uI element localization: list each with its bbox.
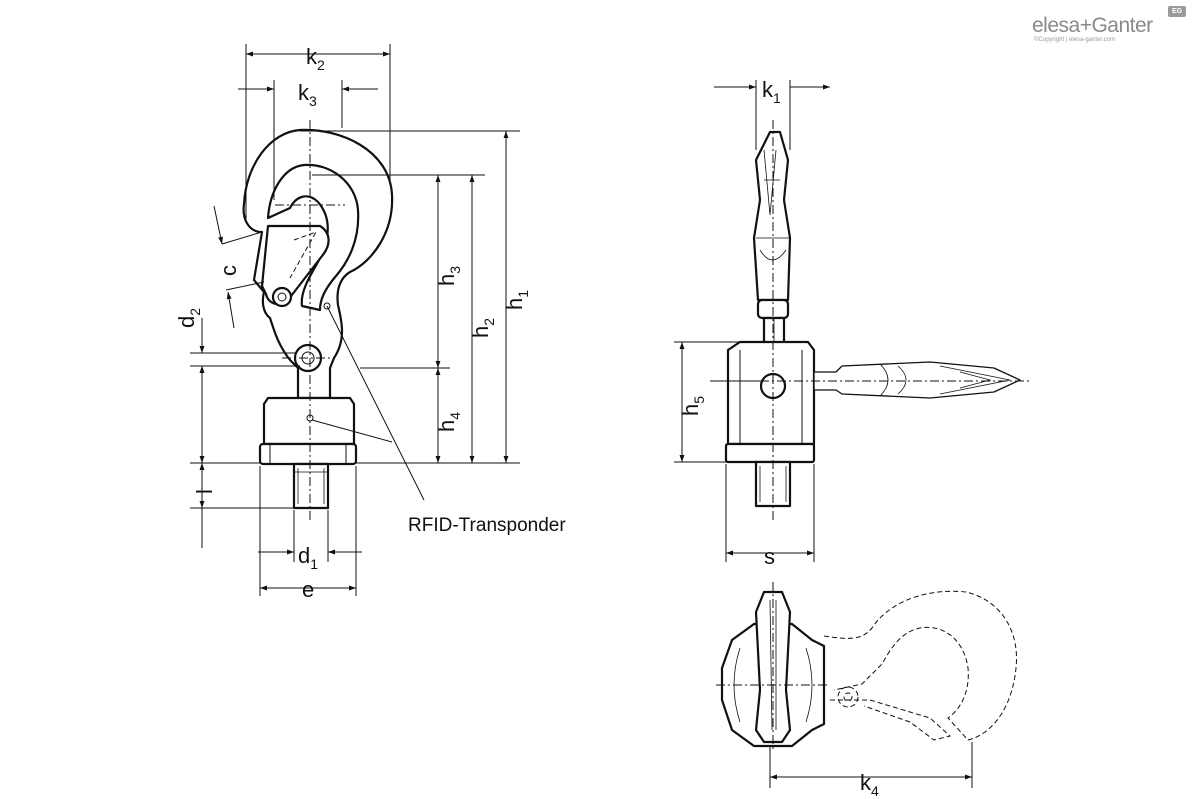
top-hook-hidden	[823, 590, 1018, 741]
label-rfid-transponder: RFID-Transponder	[408, 515, 566, 536]
elesa-ganter-logo: EG elesa+Ganter ©Copyright | elesa-gante…	[1032, 6, 1194, 46]
label-d1: d1	[298, 543, 318, 572]
rfid-leader-2	[311, 419, 393, 443]
dim-line-c	[213, 205, 223, 245]
side-view	[724, 120, 1030, 520]
side-hook-rotated	[813, 361, 1021, 399]
label-s: s	[764, 544, 775, 569]
label-k1: k1	[762, 77, 781, 106]
label-k3: k3	[298, 80, 317, 109]
label-e: e	[302, 577, 314, 602]
label-h5: h5	[678, 396, 707, 416]
label-l: l	[192, 489, 217, 494]
label-h1: h1	[502, 290, 531, 310]
side-washer	[724, 442, 816, 464]
label-k2: k2	[306, 44, 325, 73]
logo-badge: EG	[1168, 6, 1186, 17]
label-d2: d2	[174, 308, 203, 328]
thread-stud	[292, 462, 330, 510]
latch-pin	[271, 286, 293, 308]
logo-copyright: ©Copyright | elesa-ganter.com	[1034, 37, 1116, 43]
latch-slot-hidden	[289, 231, 318, 279]
label-h4: h4	[434, 412, 463, 432]
washer	[258, 442, 358, 466]
dimension-labels: k2 k3 k1 k4 h1 h2 h3 h4 h5 d2 c l d1 e s…	[174, 44, 879, 799]
label-k4: k4	[860, 770, 879, 799]
hook-inner-opening	[266, 163, 360, 312]
label-h2: h2	[468, 318, 497, 338]
rfid-leader-1	[326, 305, 425, 501]
rfid-chip-dot-upper	[323, 302, 331, 310]
front-dimension-lines	[199, 51, 509, 591]
front-extension-lines	[190, 44, 520, 596]
label-c: c	[216, 265, 241, 276]
logo-brand: elesa+Ganter	[1032, 14, 1153, 37]
front-view	[242, 120, 394, 520]
label-h3: h3	[434, 266, 463, 286]
side-dimension-lines	[674, 80, 830, 562]
side-hook-blade	[752, 130, 792, 302]
top-view	[716, 582, 1018, 788]
